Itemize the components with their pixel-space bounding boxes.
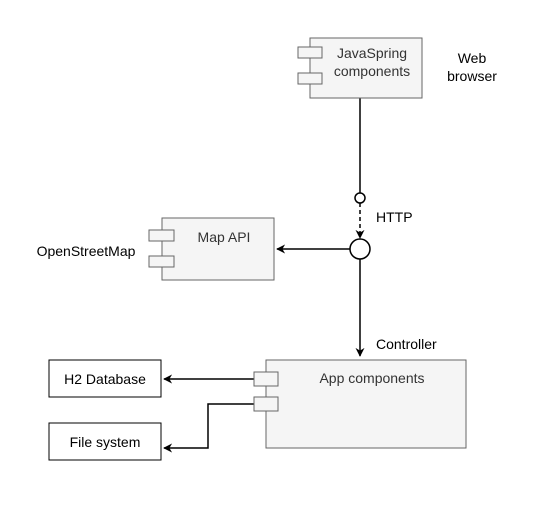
connector-to-file-system <box>163 403 254 453</box>
controller-label: Controller <box>376 336 437 352</box>
openstreetmap-label: OpenStreetMap <box>37 243 136 259</box>
web-browser-label-line2: browser <box>447 68 497 84</box>
component-app[interactable]: App components <box>253 359 467 449</box>
web-browser-label-line1: Web <box>458 50 487 66</box>
map-api-label: Map API <box>198 229 251 245</box>
interface-lollipop <box>349 238 371 260</box>
file-system-label: File system <box>70 434 141 450</box>
javaspring-label-line1: JavaSpring <box>337 45 407 61</box>
component-map-api[interactable]: Map API <box>148 217 275 281</box>
component-javaspring[interactable]: JavaSpring components <box>297 37 423 99</box>
component-port-icon <box>253 371 279 387</box>
app-components-label: App components <box>319 370 424 386</box>
component-port-icon <box>253 396 279 412</box>
interface-socket-small <box>354 192 366 204</box>
javaspring-label-line2: components <box>334 63 410 79</box>
component-port-icon <box>297 46 323 59</box>
h2-database-label: H2 Database <box>64 371 146 387</box>
box-h2-database[interactable]: H2 Database <box>48 359 162 398</box>
http-label: HTTP <box>376 209 413 225</box>
component-port-icon <box>148 255 175 268</box>
box-file-system[interactable]: File system <box>48 422 162 461</box>
component-port-icon <box>148 229 175 242</box>
component-port-icon <box>297 72 323 85</box>
